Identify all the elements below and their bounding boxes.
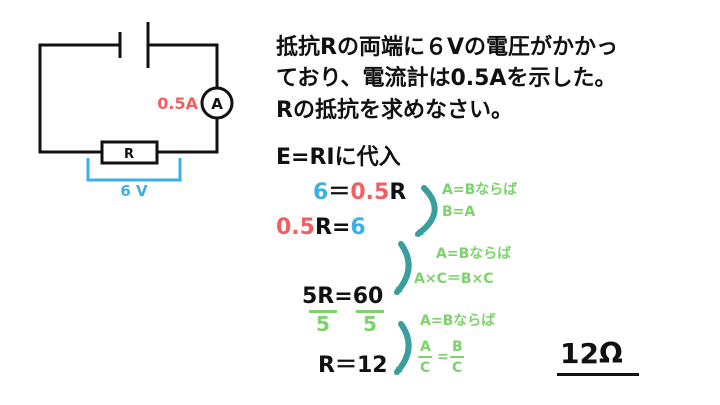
eq1-right-num: 0.5 bbox=[350, 180, 390, 205]
equation-1: 6＝0.5R bbox=[313, 182, 406, 204]
voltage-bracket bbox=[86, 158, 182, 182]
ammeter-label: A bbox=[211, 95, 223, 113]
ammeter-symbol bbox=[200, 86, 234, 120]
eq3-rhs: 60 bbox=[352, 284, 384, 309]
substitute-label: E=RIに代入 bbox=[276, 145, 401, 170]
eq2-op: = bbox=[331, 215, 351, 240]
eq1-right-var: R bbox=[389, 180, 407, 205]
eq1-op: ＝ bbox=[328, 180, 351, 205]
question-line-3: Rの抵抗を求めなさい。 bbox=[276, 98, 513, 123]
arrow-step-3-icon bbox=[394, 321, 412, 376]
equation-4: R＝12 bbox=[318, 355, 388, 377]
rule-3-frac-a-num: A bbox=[420, 339, 431, 355]
eq1-left: 6 bbox=[313, 180, 329, 205]
eq3-op: = bbox=[334, 284, 353, 309]
eq4-rhs: 12 bbox=[356, 353, 388, 378]
equation-2: 0.5R=6 bbox=[276, 217, 366, 239]
question-line-2: ており、電流計は0.5Aを示した。 bbox=[276, 66, 617, 91]
question-line-1: 抵抗Rの両端に６Vの電圧がかかっ bbox=[276, 35, 618, 60]
answer: 12Ω bbox=[560, 337, 623, 370]
rule-1-line-2: B=A bbox=[442, 204, 476, 220]
rule-3-frac-a-den: C bbox=[420, 360, 431, 376]
eq3-lhs: 5R bbox=[302, 284, 335, 309]
battery-symbol bbox=[118, 22, 150, 68]
current-label: 0.5A bbox=[157, 94, 198, 113]
eq2-coef: 0.5 bbox=[276, 215, 315, 240]
rule-3-frac-b-bar bbox=[450, 356, 464, 358]
arrow-step-2-icon bbox=[394, 241, 412, 296]
eq2-var: R bbox=[314, 215, 332, 240]
equation-3: 5R=60 bbox=[302, 286, 383, 308]
resistor-symbol bbox=[100, 140, 159, 165]
rule-1-line-1: A=Bならば bbox=[442, 182, 518, 198]
answer-underline bbox=[557, 373, 639, 376]
eq4-op: ＝ bbox=[334, 353, 357, 378]
circuit-diagram: A 0.5A R 6 V bbox=[38, 22, 234, 200]
rule-2-line-1: A=Bならば bbox=[436, 246, 512, 262]
rule-3-line-1: A=Bならば bbox=[420, 313, 496, 329]
resistor-label: R bbox=[124, 147, 134, 162]
rule-3-frac-a-bar bbox=[418, 356, 432, 358]
rule-3-equals: = bbox=[437, 349, 449, 365]
eq4-lhs: R bbox=[318, 353, 335, 378]
eq3-denominator-right: 5 bbox=[363, 312, 377, 336]
eq3-fraction-bar-left bbox=[309, 310, 337, 313]
rule-3-frac-b-num: B bbox=[452, 339, 463, 355]
rule-2-line-2: A×C＝B×C bbox=[414, 271, 494, 287]
voltage-label: 6 V bbox=[120, 182, 148, 200]
eq3-fraction-bar-right bbox=[356, 310, 384, 313]
arrow-step-1-icon bbox=[414, 185, 438, 237]
eq3-denominator-left: 5 bbox=[316, 312, 330, 336]
rule-3-frac-b-den: C bbox=[452, 360, 463, 376]
eq2-rhs: 6 bbox=[350, 215, 366, 240]
circuit-wires bbox=[38, 43, 219, 154]
